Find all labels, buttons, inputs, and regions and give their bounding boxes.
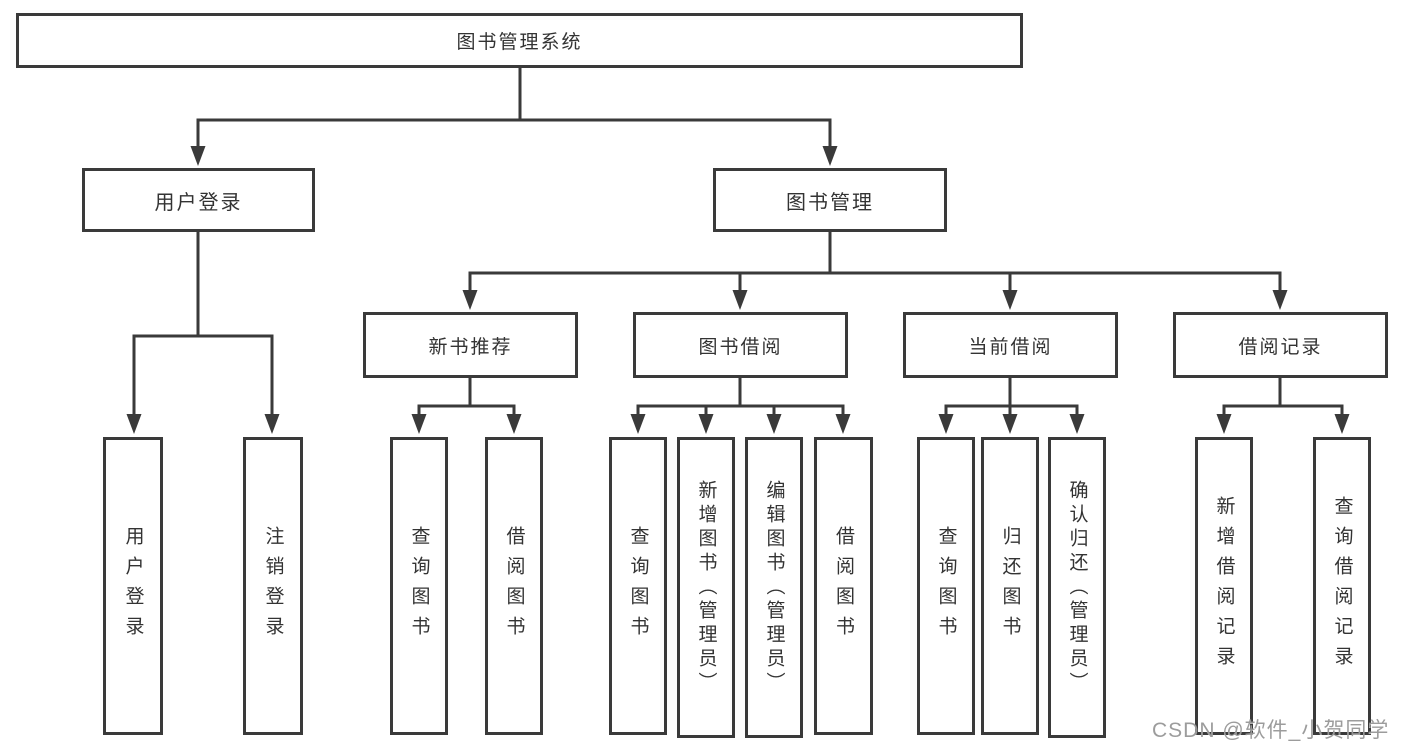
leaf-br-query-record: 查询借阅记录 (1313, 437, 1371, 735)
node-borrowing-records: 借阅记录 (1173, 312, 1388, 378)
node-book-borrowing: 图书借阅 (633, 312, 848, 378)
leaf-cb-return-books: 归还图书 (981, 437, 1039, 735)
leaf-br-add-record: 新增借阅记录 (1195, 437, 1253, 735)
leaf-bb-query-books: 查询图书 (609, 437, 667, 735)
csdn-watermark: CSDN @软件_小贺同学 (1152, 719, 1390, 742)
leaf-cb-query-books: 查询图书 (917, 437, 975, 735)
leaf-nb-borrow-books: 借阅图书 (485, 437, 543, 735)
node-library-management-system: 图书管理系统 (16, 13, 1023, 68)
leaf-cb-confirm-return-admin: 确认归还（管理员） (1048, 437, 1106, 738)
leaf-user-login: 用户登录 (103, 437, 163, 735)
node-current-borrowing: 当前借阅 (903, 312, 1118, 378)
node-book-management: 图书管理 (713, 168, 947, 232)
node-new-book-recommend: 新书推荐 (363, 312, 578, 378)
leaf-bb-borrow-books: 借阅图书 (814, 437, 873, 735)
node-user-login: 用户登录 (82, 168, 315, 232)
leaf-bb-edit-books-admin: 编辑图书（管理员） (745, 437, 803, 738)
leaf-logout: 注销登录 (243, 437, 303, 735)
leaf-nb-query-books: 查询图书 (390, 437, 448, 735)
leaf-bb-add-books-admin: 新增图书（管理员） (677, 437, 735, 738)
